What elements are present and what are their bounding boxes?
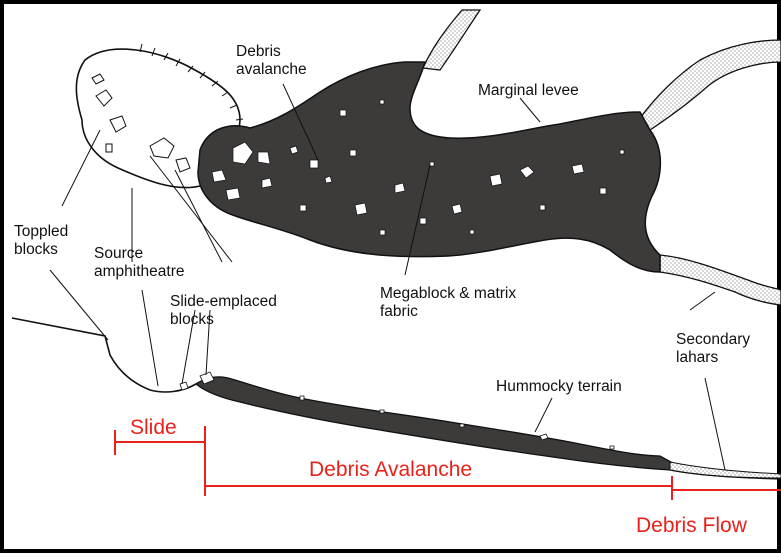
label-slide-emplaced-blocks-2: blocks <box>170 311 214 328</box>
ground-line-left <box>12 318 212 392</box>
label-megablock-fabric: Megablock & matrix <box>380 285 516 302</box>
lahar-lower-right <box>660 255 781 305</box>
label-marginal-levee: Marginal levee <box>478 82 579 99</box>
cross-section <box>12 318 781 479</box>
label-source-amphitheatre: Source <box>94 245 143 262</box>
lahar-upper-channel <box>423 10 480 70</box>
plan-view <box>76 10 781 305</box>
zone-label-slide: Slide <box>130 416 177 439</box>
label-toppled-blocks: Toppled <box>14 223 68 240</box>
label-megablock-fabric-2: fabric <box>380 303 418 320</box>
label-debris-avalanche: Debris <box>236 43 281 60</box>
label-source-amphitheatre-2: amphitheatre <box>94 263 184 280</box>
lahar-upper-right <box>640 40 781 130</box>
label-hummocky-terrain: Hummocky terrain <box>496 378 622 395</box>
label-slide-emplaced-blocks: Slide-emplaced <box>170 293 277 310</box>
cross-section-lahar <box>670 462 781 478</box>
label-debris-avalanche-2: avalanche <box>236 61 307 78</box>
zone-label-debris-flow: Debris Flow <box>636 514 748 537</box>
label-secondary-lahars: Secondary <box>676 331 750 348</box>
zone-label-debris-avalanche: Debris Avalanche <box>309 458 472 481</box>
label-toppled-blocks-2: blocks <box>14 241 58 258</box>
label-secondary-lahars-2: lahars <box>676 349 718 366</box>
